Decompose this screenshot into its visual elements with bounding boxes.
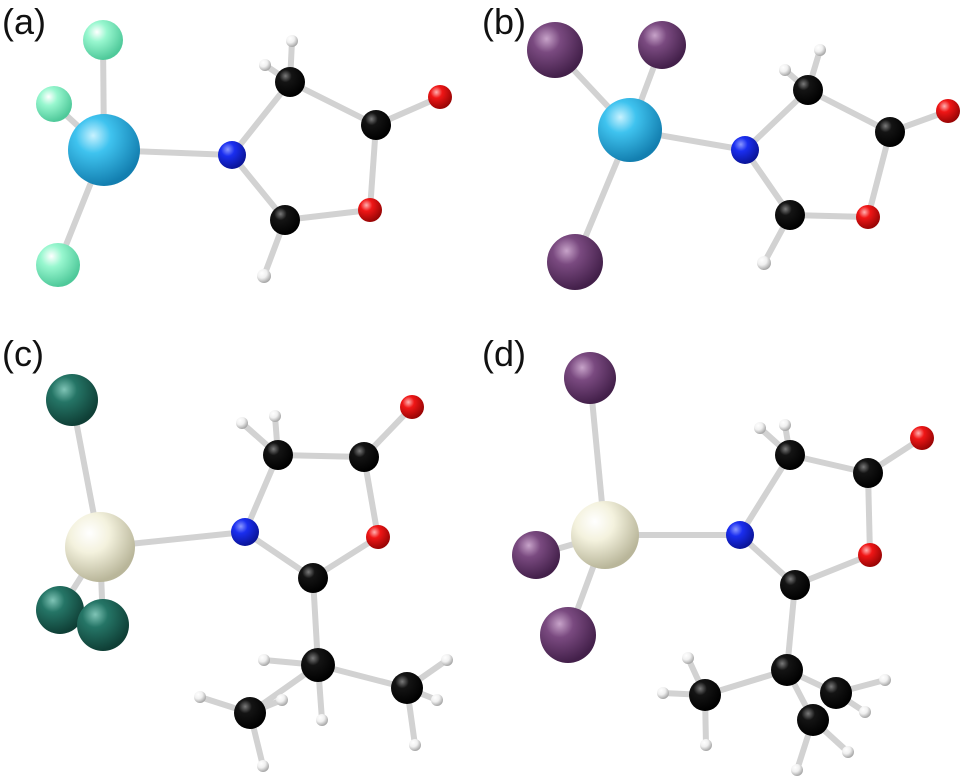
hydrogen-atom xyxy=(842,746,854,758)
carbon-atom xyxy=(361,110,391,140)
nitrogen-atom xyxy=(218,141,246,169)
carbon-atom xyxy=(263,440,293,470)
carbon-atom xyxy=(820,677,852,709)
nitrogen-atom xyxy=(731,136,759,164)
oxygen-atom xyxy=(856,205,880,229)
carbon-atom xyxy=(853,458,883,488)
panel-c: (c) xyxy=(2,333,453,772)
hydrogen-atom xyxy=(276,694,288,706)
chlorine-atom xyxy=(36,586,84,634)
nitrogen-atom xyxy=(726,521,754,549)
carbon-atom xyxy=(391,672,423,704)
carbon-atom xyxy=(270,205,300,235)
panel-label-d: (d) xyxy=(482,333,526,374)
iodine-atom xyxy=(638,21,686,69)
hydrogen-atom xyxy=(257,269,271,283)
carbon-atom xyxy=(234,697,266,729)
oxygen-atom xyxy=(858,543,882,567)
hydrogen-atom xyxy=(814,44,826,56)
panel-label-c: (c) xyxy=(2,333,44,374)
oxygen-atom xyxy=(910,426,934,450)
hydrogen-atom xyxy=(269,410,281,422)
panel-a: (a) xyxy=(2,1,452,287)
carbon-atom xyxy=(301,648,335,682)
fluorine-atom xyxy=(36,243,80,287)
hydrogen-atom xyxy=(859,706,871,718)
chlorine-atom xyxy=(46,374,98,426)
fluorine-atom xyxy=(36,86,72,122)
carbon-atom xyxy=(775,440,805,470)
chlorine-atom xyxy=(77,599,129,651)
iodine-atom xyxy=(564,352,616,404)
hydrogen-atom xyxy=(779,419,791,431)
oxygen-atom xyxy=(400,395,424,419)
hydrogen-atom xyxy=(682,652,694,664)
iodine-atom xyxy=(512,531,560,579)
oxygen-atom xyxy=(366,525,390,549)
hydrogen-atom xyxy=(431,694,443,706)
carbon-atom xyxy=(775,200,805,230)
hydrogen-atom xyxy=(657,687,669,699)
panel-b: (b) xyxy=(482,1,960,290)
oxygen-atom xyxy=(428,85,452,109)
carbon-atom xyxy=(689,679,721,711)
hydrogen-atom xyxy=(236,417,248,429)
hydrogen-atom xyxy=(286,35,298,47)
hydrogen-atom xyxy=(757,256,771,270)
aluminium-atom xyxy=(571,501,639,569)
hydrogen-atom xyxy=(194,691,206,703)
carbon-atom xyxy=(275,67,305,97)
atoms-d xyxy=(512,352,934,776)
hydrogen-atom xyxy=(441,654,453,666)
oxygen-atom xyxy=(936,99,960,123)
oxygen-atom xyxy=(358,198,382,222)
nitrogen-atom xyxy=(231,518,259,546)
hydrogen-atom xyxy=(258,654,270,666)
hydrogen-atom xyxy=(316,714,328,726)
carbon-atom xyxy=(793,75,823,105)
hydrogen-atom xyxy=(257,760,269,772)
carbon-atom xyxy=(780,570,810,600)
iodine-atom xyxy=(527,22,583,78)
atoms-b xyxy=(527,21,960,290)
hydrogen-atom xyxy=(779,64,791,76)
carbon-atom xyxy=(298,563,328,593)
boron-atom xyxy=(68,114,140,186)
panel-label-b: (b) xyxy=(482,1,526,42)
boron-atom xyxy=(598,98,662,162)
hydrogen-atom xyxy=(879,674,891,686)
hydrogen-atom xyxy=(409,739,421,751)
panel-label-a: (a) xyxy=(2,1,46,42)
iodine-atom xyxy=(540,607,596,663)
carbon-atom xyxy=(797,704,829,736)
iodine-atom xyxy=(547,234,603,290)
hydrogen-atom xyxy=(259,59,271,71)
hydrogen-atom xyxy=(754,422,766,434)
hydrogen-atom xyxy=(791,764,803,776)
fluorine-atom xyxy=(83,20,123,60)
carbon-atom xyxy=(349,442,379,472)
hydrogen-atom xyxy=(700,739,712,751)
atoms-a xyxy=(36,20,452,287)
atoms-c xyxy=(36,374,453,772)
carbon-atom xyxy=(771,654,803,686)
panel-d: (d) xyxy=(482,333,934,776)
aluminium-atom xyxy=(65,512,135,582)
carbon-atom xyxy=(875,117,905,147)
